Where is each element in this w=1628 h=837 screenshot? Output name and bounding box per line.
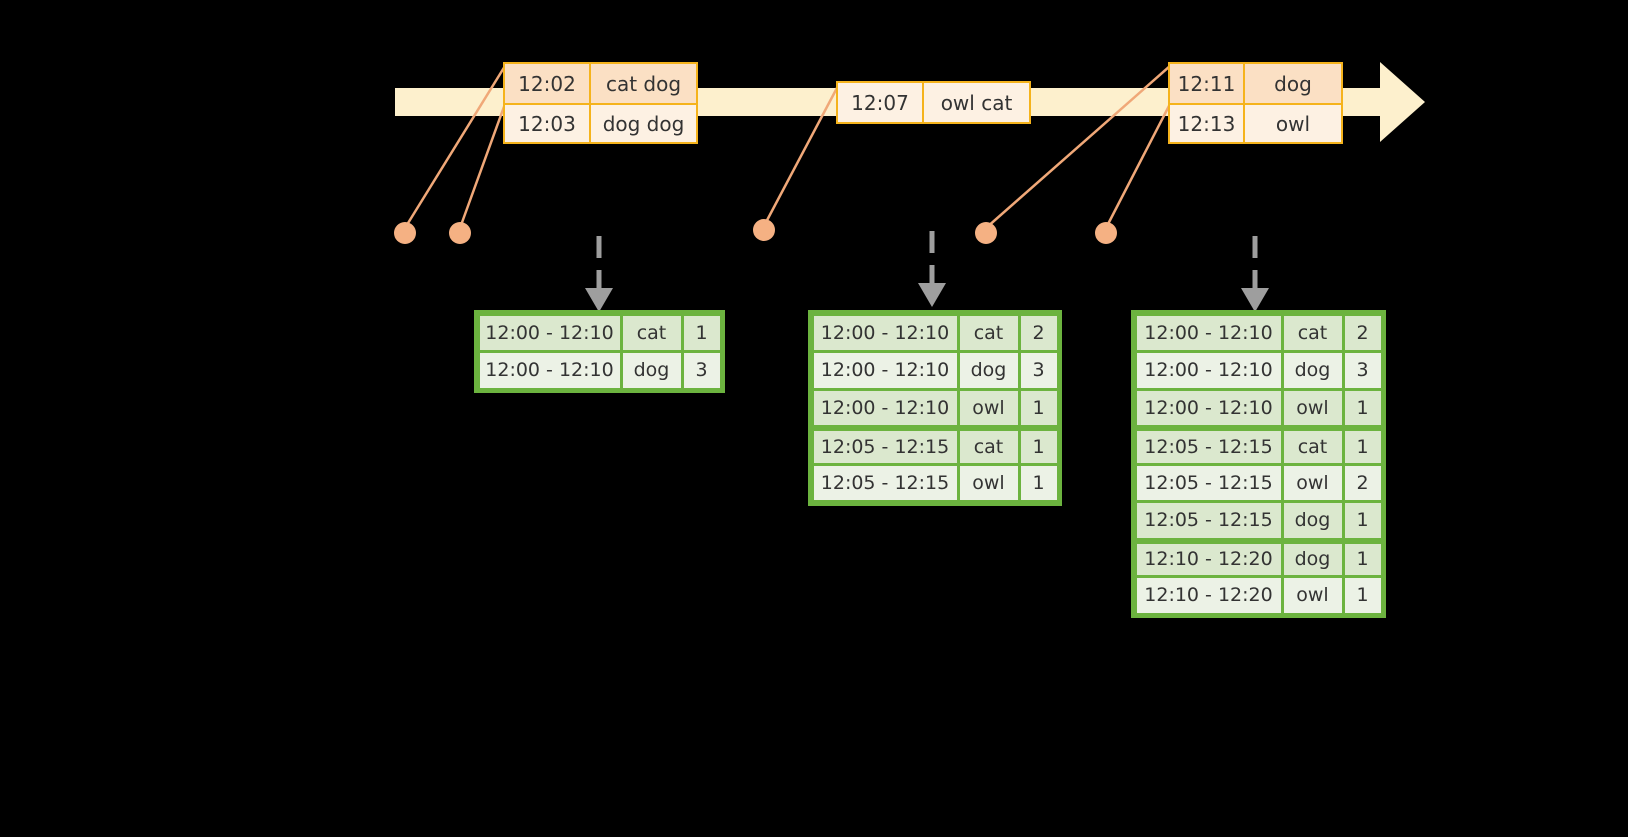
event-group-1: 12:02 cat dog 12:03 dog dog bbox=[503, 62, 698, 144]
cell-key: owl bbox=[1283, 390, 1342, 425]
cell-key: cat bbox=[1283, 315, 1342, 350]
cell-window: 12:00 - 12:10 bbox=[479, 353, 620, 388]
cell-count: 1 bbox=[1344, 390, 1381, 425]
cell-window: 12:05 - 12:15 bbox=[813, 465, 957, 500]
event-dot-1207 bbox=[753, 219, 775, 241]
cell-window: 12:00 - 12:10 bbox=[479, 315, 620, 350]
event-dot-1213 bbox=[1095, 222, 1117, 244]
cell-window: 12:05 - 12:15 bbox=[1136, 465, 1281, 500]
cell-key: dog bbox=[1283, 503, 1342, 538]
event-value: owl bbox=[1245, 105, 1341, 142]
cell-window: 12:00 - 12:10 bbox=[813, 390, 957, 425]
cell-window: 12:00 - 12:10 bbox=[1136, 353, 1281, 388]
cell-count: 3 bbox=[683, 353, 720, 388]
cell-key: cat bbox=[1283, 431, 1342, 463]
event-time: 12:03 bbox=[505, 105, 591, 142]
cell-window: 12:10 - 12:20 bbox=[1136, 578, 1281, 613]
event-value: cat dog bbox=[591, 64, 696, 103]
cell-key: cat bbox=[622, 315, 681, 350]
event-dot-1211 bbox=[975, 222, 997, 244]
cell-window: 12:05 - 12:15 bbox=[1136, 431, 1281, 463]
cell-window: 12:00 - 12:10 bbox=[1136, 390, 1281, 425]
cell-key: owl bbox=[959, 390, 1018, 425]
cell-key: owl bbox=[1283, 578, 1342, 613]
cell-count: 1 bbox=[1344, 543, 1381, 575]
event-value: dog dog bbox=[591, 105, 696, 142]
event-row: 12:03 dog dog bbox=[505, 103, 696, 142]
cell-window: 12:05 - 12:15 bbox=[813, 431, 957, 463]
event-time: 12:07 bbox=[838, 83, 924, 122]
cell-key: owl bbox=[1283, 465, 1342, 500]
cell-window: 12:05 - 12:15 bbox=[1136, 503, 1281, 538]
cell-key: cat bbox=[959, 431, 1018, 463]
event-time: 12:02 bbox=[505, 64, 591, 103]
event-row: 12:13 owl bbox=[1170, 103, 1341, 142]
cell-count: 1 bbox=[1020, 465, 1057, 500]
cell-count: 2 bbox=[1020, 315, 1057, 350]
event-group-3: 12:11 dog 12:13 owl bbox=[1168, 62, 1343, 144]
event-row: 12:07 owl cat bbox=[838, 83, 1029, 122]
cell-count: 3 bbox=[1344, 353, 1381, 388]
event-value: dog bbox=[1245, 64, 1341, 103]
timeline-arrow-icon bbox=[1380, 62, 1425, 142]
cell-count: 2 bbox=[1344, 315, 1381, 350]
cell-count: 1 bbox=[1020, 431, 1057, 463]
event-row: 12:11 dog bbox=[1170, 64, 1341, 103]
cell-count: 3 bbox=[1020, 353, 1057, 388]
cell-key: cat bbox=[959, 315, 1018, 350]
cell-count: 2 bbox=[1344, 465, 1381, 500]
cell-count: 1 bbox=[683, 315, 720, 350]
cell-key: dog bbox=[1283, 543, 1342, 575]
cell-window: 12:00 - 12:10 bbox=[813, 353, 957, 388]
event-value: owl cat bbox=[924, 83, 1029, 122]
event-dot-1202 bbox=[394, 222, 416, 244]
cell-count: 1 bbox=[1344, 431, 1381, 463]
cell-window: 12:10 - 12:20 bbox=[1136, 543, 1281, 575]
cell-count: 1 bbox=[1344, 578, 1381, 613]
cell-count: 1 bbox=[1344, 503, 1381, 538]
cell-window: 12:00 - 12:10 bbox=[813, 315, 957, 350]
event-group-2: 12:07 owl cat bbox=[836, 81, 1031, 124]
event-row: 12:02 cat dog bbox=[505, 64, 696, 103]
cell-key: owl bbox=[959, 465, 1018, 500]
cell-key: dog bbox=[959, 353, 1018, 388]
cell-window: 12:00 - 12:10 bbox=[1136, 315, 1281, 350]
event-time: 12:11 bbox=[1170, 64, 1245, 103]
cell-key: dog bbox=[622, 353, 681, 388]
event-dot-1203 bbox=[449, 222, 471, 244]
cell-count: 1 bbox=[1020, 390, 1057, 425]
event-time: 12:13 bbox=[1170, 105, 1245, 142]
cell-key: dog bbox=[1283, 353, 1342, 388]
